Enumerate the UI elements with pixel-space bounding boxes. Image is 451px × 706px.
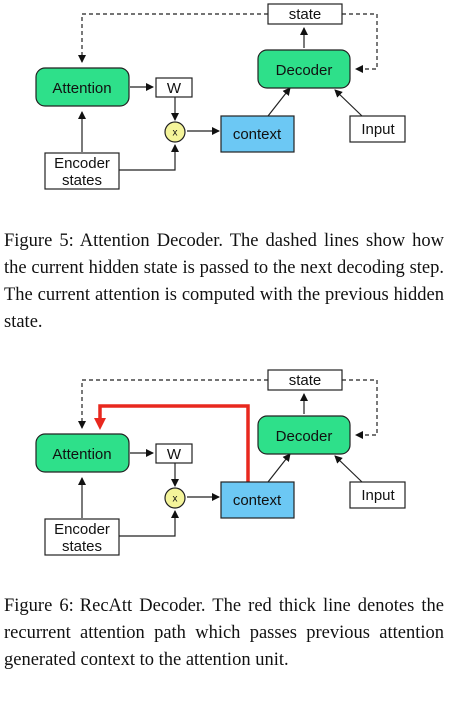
connections: [78, 393, 363, 537]
attention-label: Attention: [52, 80, 111, 97]
dashed-state-path: [78, 13, 378, 73]
input-node: Input: [349, 481, 406, 509]
figure-5-caption-text: Attention Decoder. The dashed lines show…: [4, 231, 444, 332]
encoder-states-node: Encoder states: [44, 152, 120, 190]
encoder-label-line1: Encoder: [54, 521, 110, 538]
figure-6: state Decoder Attention W x context Inpu…: [0, 366, 451, 566]
attention-node: Attention: [35, 433, 130, 473]
dashed-state-path: [78, 379, 378, 439]
w-node: W: [155, 77, 193, 98]
encoder-label-line2: states: [62, 172, 102, 189]
state-node: state: [267, 369, 343, 391]
decoder-node: Decoder: [257, 415, 351, 455]
attention-decoder-diagram: state Decoder Attention W x context: [35, 3, 406, 190]
multiply-label: x: [173, 128, 178, 139]
figure-6-caption-label: Figure 6:: [4, 596, 74, 616]
w-label: W: [167, 446, 182, 463]
decoder-node: Decoder: [257, 49, 351, 89]
figure-6-caption: Figure 6:RecAtt Decoder. The red thick l…: [4, 593, 444, 674]
multiply-node: x: [164, 487, 186, 509]
input-label: Input: [361, 121, 395, 138]
figure-5-caption-label: Figure 5:: [4, 231, 74, 251]
input-node: Input: [349, 115, 406, 143]
context-label: context: [233, 126, 282, 143]
attention-label: Attention: [52, 446, 111, 463]
state-label: state: [289, 6, 322, 23]
connections: [78, 27, 363, 171]
w-node: W: [155, 443, 193, 464]
recatt-decoder-diagram: state Decoder Attention W x context Inpu…: [35, 369, 406, 556]
encoder-label-line1: Encoder: [54, 155, 110, 172]
figure-5-caption: Figure 5:Attention Decoder. The dashed l…: [4, 228, 444, 336]
figure-6-caption-text: RecAtt Decoder. The red thick line denot…: [4, 596, 444, 670]
context-node: context: [220, 481, 295, 519]
state-label: state: [289, 372, 322, 389]
decoder-label: Decoder: [276, 62, 333, 79]
state-node: state: [267, 3, 343, 25]
figure-5: state Decoder Attention W x context: [0, 0, 451, 200]
context-node: context: [220, 115, 295, 153]
multiply-node: x: [164, 121, 186, 143]
context-label: context: [233, 492, 282, 509]
decoder-label: Decoder: [276, 428, 333, 445]
w-label: W: [167, 80, 182, 97]
attention-node: Attention: [35, 67, 130, 107]
recurrent-attention-path: [94, 404, 250, 482]
encoder-label-line2: states: [62, 538, 102, 555]
multiply-label: x: [173, 494, 178, 505]
encoder-states-node: Encoder states: [44, 518, 120, 556]
input-label: Input: [361, 487, 395, 504]
